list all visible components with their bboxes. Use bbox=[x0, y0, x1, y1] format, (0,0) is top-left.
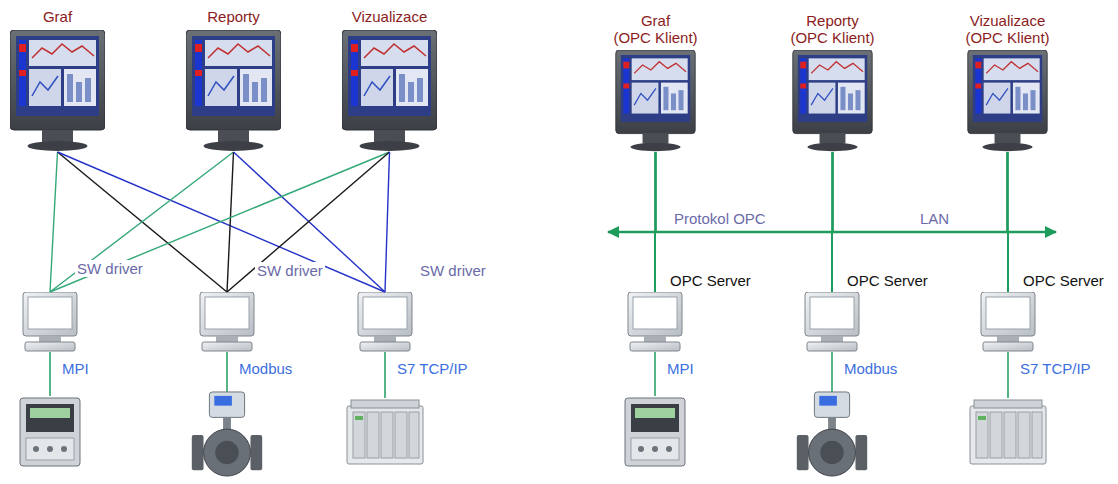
meter-device bbox=[625, 398, 685, 466]
valve-device bbox=[192, 392, 262, 476]
valve-device bbox=[797, 392, 867, 476]
connector bbox=[656, 152, 833, 292]
pc-icon bbox=[805, 292, 859, 351]
node-label: (OPC Klient) bbox=[785, 29, 880, 46]
driver-computer: OPC Server bbox=[797, 292, 867, 352]
node-label: Reporty bbox=[785, 12, 880, 29]
bus-label: Protokol OPC bbox=[672, 210, 768, 227]
pc-icon bbox=[23, 292, 77, 351]
protocol-label: S7 TCP/IP bbox=[1018, 360, 1093, 377]
monitor-icon bbox=[616, 50, 695, 151]
monitor-icon bbox=[968, 50, 1047, 151]
bus-label: LAN bbox=[918, 210, 951, 227]
monitor-icon bbox=[186, 30, 281, 151]
pc-icon bbox=[200, 292, 254, 351]
client-computer: Vizualizace bbox=[342, 8, 437, 152]
node-label: Vizualizace bbox=[342, 8, 437, 25]
pc-icon bbox=[981, 292, 1035, 351]
node-label: (OPC Klient) bbox=[960, 29, 1055, 46]
node-label: SW driver bbox=[418, 262, 488, 279]
pc-icon bbox=[358, 292, 412, 351]
connector bbox=[832, 152, 1008, 292]
protocol-label: Modbus bbox=[842, 360, 899, 377]
pc-icon bbox=[628, 292, 682, 351]
connector bbox=[1007, 152, 1010, 292]
monitor-icon bbox=[10, 30, 105, 151]
connector bbox=[655, 152, 1008, 292]
client-computer: Graf bbox=[10, 8, 105, 152]
connector bbox=[227, 152, 390, 292]
connector bbox=[656, 152, 1009, 292]
driver-computer: SW driver bbox=[15, 292, 85, 352]
node-label: Reporty bbox=[186, 8, 281, 25]
node-label: Graf bbox=[608, 12, 703, 29]
node-label: SW driver bbox=[75, 260, 145, 277]
plc-device bbox=[347, 400, 423, 464]
driver-computer: SW driver bbox=[350, 292, 420, 352]
driver-computer: SW driver bbox=[192, 292, 262, 352]
node-label: OPC Server bbox=[668, 272, 753, 289]
driver-computer: OPC Server bbox=[973, 292, 1043, 352]
protocol-label: MPI bbox=[665, 360, 696, 377]
node-label: Vizualizace bbox=[960, 12, 1055, 29]
connector bbox=[385, 152, 390, 292]
client-computer: Reporty bbox=[186, 8, 281, 152]
node-label: OPC Server bbox=[845, 272, 930, 289]
plc-device bbox=[970, 400, 1046, 464]
node-label: OPC Server bbox=[1021, 272, 1106, 289]
protocol-label: Modbus bbox=[237, 360, 294, 377]
monitor-icon bbox=[342, 30, 437, 151]
connector bbox=[655, 152, 833, 292]
meter-device bbox=[20, 398, 80, 466]
node-label: Graf bbox=[10, 8, 105, 25]
connector bbox=[50, 152, 234, 292]
connector bbox=[227, 152, 234, 292]
driver-computer: OPC Server bbox=[620, 292, 690, 352]
protocol-label: MPI bbox=[60, 360, 91, 377]
monitor-icon bbox=[793, 50, 872, 151]
protocol-label: S7 TCP/IP bbox=[395, 360, 470, 377]
client-computer: Reporty(OPC Klient) bbox=[785, 12, 880, 152]
connector bbox=[50, 152, 390, 292]
client-computer: Vizualizace(OPC Klient) bbox=[960, 12, 1055, 152]
node-label: (OPC Klient) bbox=[608, 29, 703, 46]
client-computer: Graf(OPC Klient) bbox=[608, 12, 703, 152]
node-label: SW driver bbox=[255, 262, 325, 279]
connector bbox=[833, 152, 1009, 292]
connector bbox=[50, 152, 58, 292]
device-wire bbox=[50, 352, 1008, 398]
